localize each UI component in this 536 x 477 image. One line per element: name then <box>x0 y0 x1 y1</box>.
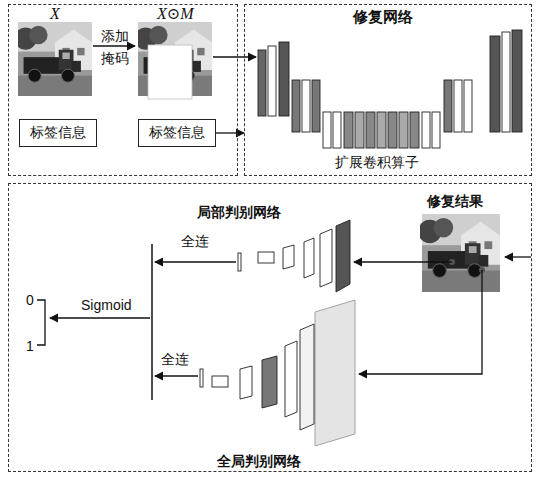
box-text: 标签信息 <box>145 124 209 142</box>
mask-region <box>148 45 192 99</box>
region-text: X <box>50 4 60 24</box>
box-text: 标签信息 <box>26 124 90 142</box>
fc-arrow <box>155 375 198 376</box>
global-discriminator <box>200 300 355 446</box>
region-text: 修复网络 <box>353 8 413 27</box>
label-box: 标签信息 <box>138 119 216 147</box>
region-text: 添加掩码 <box>101 25 129 69</box>
mask-arrow <box>93 45 135 46</box>
region-text: 全局判别网络 <box>217 453 301 471</box>
region-text: 扩展卷积算子 <box>335 154 419 172</box>
label-box: 标签信息 <box>19 119 97 147</box>
region-text: 0 <box>26 292 34 310</box>
dashed-region: 修复结果局部判别网络全连 Sigmoid 0 1 全连全局判别网络 <box>8 183 532 472</box>
result-image <box>418 214 500 292</box>
region-text: 局部判别网络 <box>197 204 281 222</box>
region-text: 1 <box>26 338 34 356</box>
region-text: X⊙M <box>157 4 194 24</box>
region-text: 全连 <box>181 233 209 251</box>
output-bracket <box>37 300 45 345</box>
output-arrow <box>505 256 531 257</box>
input-arrow <box>213 56 256 57</box>
dashed-region: 修复网络扩展卷积算子 <box>244 4 532 176</box>
input-image <box>14 22 92 96</box>
region-text: 全连 <box>161 351 189 369</box>
concat-bar <box>151 244 153 400</box>
region-text: Sigmoid <box>81 297 132 315</box>
local-input-arrow <box>354 261 452 262</box>
fc-arrow <box>155 261 236 262</box>
region-text: 修复结果 <box>427 193 483 211</box>
global-input-arrow <box>359 270 482 374</box>
connector-arrow <box>216 132 244 133</box>
unet-blocks <box>258 30 522 148</box>
sigmoid-arrow <box>50 317 150 318</box>
dashed-region: X 添加掩码 X⊙M 标签信息 标签信息 <box>8 4 238 176</box>
local-discriminator <box>238 220 350 292</box>
